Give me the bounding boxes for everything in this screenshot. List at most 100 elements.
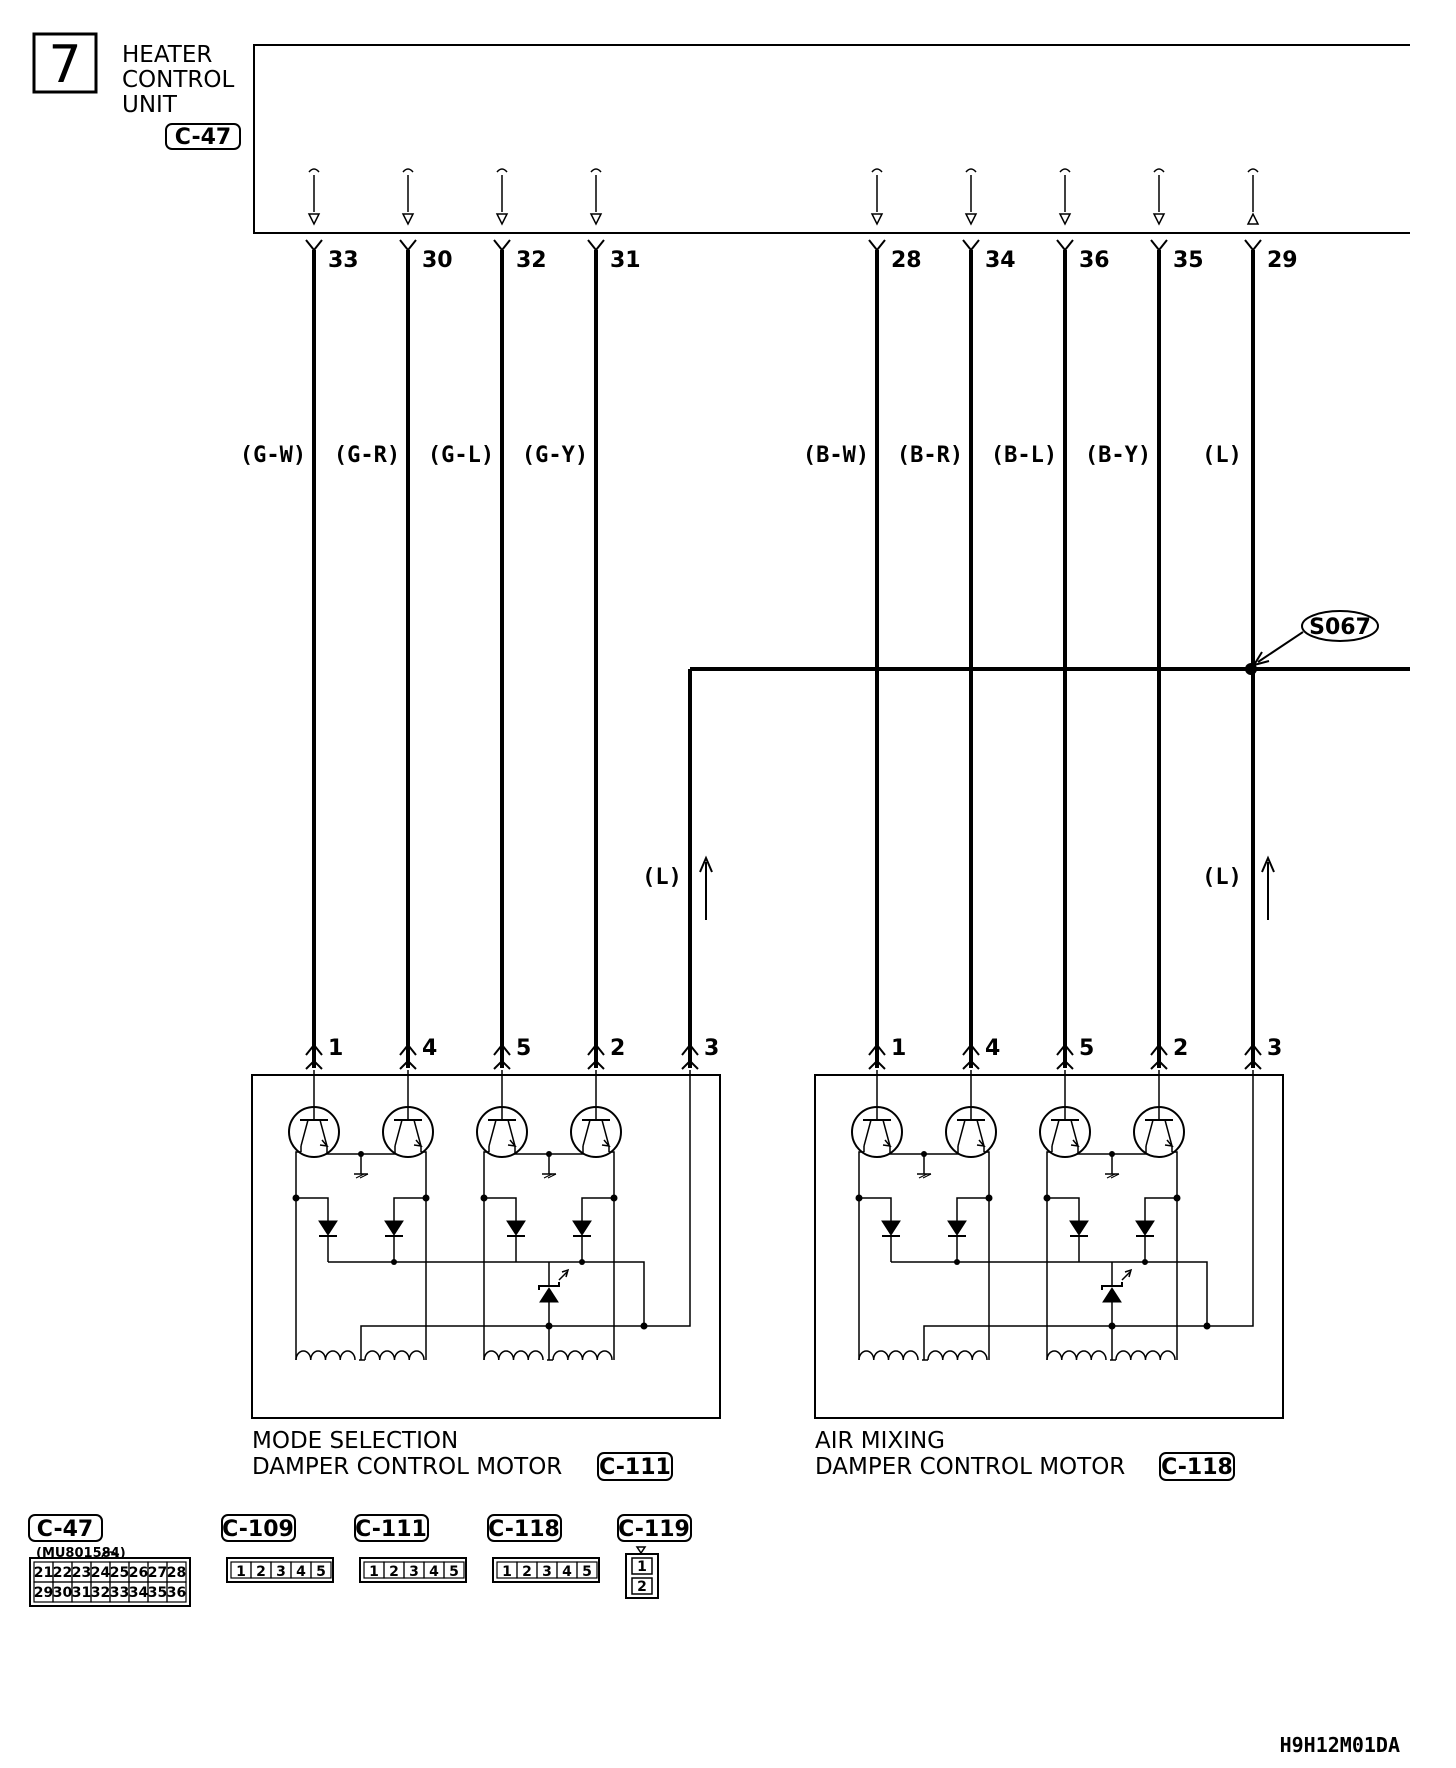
- zener-diode-icon: [1101, 1262, 1133, 1326]
- motor-pin-number: 2: [610, 1036, 625, 1061]
- c47-pin: 36: [167, 1585, 186, 1601]
- heater-pin-number: 29: [1267, 248, 1298, 273]
- motor-pin-number: 4: [985, 1036, 1000, 1061]
- heater-terminal: 29: [1244, 168, 1298, 273]
- return-wire-label-1: (L): [642, 865, 682, 890]
- connector-fork-icon: [1150, 1043, 1168, 1056]
- wire-color-label: (B-R): [897, 443, 963, 468]
- heater-terminal: 35: [1150, 168, 1204, 273]
- connector-fork-icon: [305, 1043, 323, 1056]
- wire-color-label: (B-L): [991, 443, 1057, 468]
- motor-2-title-line-1: AIR MIXING: [815, 1428, 945, 1454]
- motor-2-connector-outline: [1159, 1452, 1235, 1481]
- motor-1-title: MODE SELECTION DAMPER CONTROL MOTOR C-11…: [252, 1428, 673, 1481]
- heater-terminal: 33: [305, 168, 359, 273]
- wire-color-label: (B-W): [803, 443, 869, 468]
- motor-2-connector-label: C-118: [1161, 1455, 1233, 1480]
- motor-box: [814, 1074, 1284, 1419]
- key-marker-icon: [635, 1546, 647, 1555]
- diode-icon: [881, 1220, 901, 1262]
- heater-terminal: 36: [1056, 168, 1110, 273]
- input-arrow-icon: [1246, 212, 1260, 225]
- wire-color-label: (L): [1202, 443, 1242, 468]
- motor-1-title-line-2: DAMPER CONTROL MOTOR: [252, 1454, 562, 1480]
- c119-pin: 2: [637, 1579, 647, 1595]
- legend-connector-label: C-109: [222, 1517, 294, 1542]
- splice-label-outline: [1301, 610, 1379, 642]
- connector-fork-icon: [1244, 239, 1262, 252]
- wire-color-labels: (G-W) (G-R) (G-L) (G-Y) (B-W) (B-R) (B-L…: [240, 443, 1242, 890]
- current-flow-arrows: [699, 855, 1275, 920]
- c47-pin: 31: [72, 1585, 91, 1601]
- heater-unit-title: HEATER CONTROL UNIT C-47: [122, 42, 241, 150]
- motor-pin-number: 1: [328, 1036, 343, 1061]
- heater-pin-number: 31: [610, 248, 641, 273]
- output-arrow-icon: [589, 213, 603, 226]
- diode-icon: [384, 1220, 404, 1262]
- output-arrow-icon: [307, 213, 321, 226]
- motor-coil-icon: [295, 1350, 425, 1361]
- splice-dot: [1245, 663, 1257, 675]
- connector-fork-icon: [587, 239, 605, 252]
- connector-fork-icon: [1244, 1043, 1262, 1056]
- diode-icon: [1069, 1220, 1089, 1262]
- transistor-icon: [288, 1070, 340, 1158]
- legend-pin: 2: [522, 1564, 532, 1580]
- legend-pin: 3: [409, 1564, 419, 1580]
- legend-pin: 1: [236, 1564, 246, 1580]
- return-wire-label-2: (L): [1202, 865, 1242, 890]
- c47-pin: 30: [53, 1585, 73, 1601]
- ground-icon: [1105, 1154, 1120, 1179]
- transistor-icon: [1133, 1070, 1185, 1158]
- motor-2-title-line-2: DAMPER CONTROL MOTOR: [815, 1454, 1125, 1480]
- motor-pin-number: 2: [1173, 1036, 1188, 1061]
- connector-fork-icon: [399, 239, 417, 252]
- c47-pin: 22: [53, 1565, 72, 1581]
- heater-pin-number: 36: [1079, 248, 1110, 273]
- connector-fork-icon: [1056, 1043, 1074, 1056]
- up-arrow-icon: [1261, 855, 1275, 920]
- output-arrow-icon: [495, 213, 509, 226]
- legend-c119-label: C-119: [618, 1517, 690, 1542]
- heater-title-line-2: CONTROL: [122, 67, 235, 93]
- wire-color-label: (B-Y): [1085, 443, 1151, 468]
- motor-pin-number: 5: [516, 1036, 531, 1061]
- heater-pin-number: 34: [985, 248, 1016, 273]
- legend-pin: 4: [296, 1564, 306, 1580]
- c47-pin: 28: [167, 1565, 186, 1581]
- heater-terminal: 31: [587, 168, 641, 273]
- motor-coil-icon: [483, 1350, 613, 1361]
- c47-pin: 29: [34, 1585, 53, 1601]
- connector-fork-icon: [868, 1043, 886, 1056]
- motor-pin-number: 3: [704, 1036, 719, 1061]
- c47-pin: 25: [110, 1565, 129, 1581]
- legend-connector-label: C-118: [488, 1517, 560, 1542]
- c47-pin: 32: [91, 1585, 110, 1601]
- splice-s067: S067: [1245, 610, 1379, 675]
- legend-pin: 1: [369, 1564, 379, 1580]
- up-arrow-icon: [699, 855, 713, 920]
- connector-fork-icon: [962, 239, 980, 252]
- c47-pin: 23: [72, 1565, 91, 1581]
- legend-pin: 5: [316, 1564, 326, 1580]
- wire-color-label: (G-R): [334, 443, 400, 468]
- legend-pin: 4: [429, 1564, 439, 1580]
- connector-fork-icon: [681, 1043, 699, 1056]
- motor-2-title: AIR MIXING DAMPER CONTROL MOTOR C-118: [815, 1428, 1235, 1481]
- output-arrow-icon: [964, 213, 978, 226]
- connector-fork-icon: [962, 1043, 980, 1056]
- heater-connector-label: C-47: [175, 125, 231, 150]
- motor-coil-icon: [1046, 1350, 1176, 1361]
- c47-pin: 33: [110, 1585, 129, 1601]
- zener-diode-icon: [538, 1262, 570, 1326]
- wires: [312, 250, 1410, 1068]
- legend-c119: C-119 1 2: [617, 1514, 692, 1599]
- c47-pin: 21: [34, 1565, 53, 1581]
- output-arrow-icon: [1152, 213, 1166, 226]
